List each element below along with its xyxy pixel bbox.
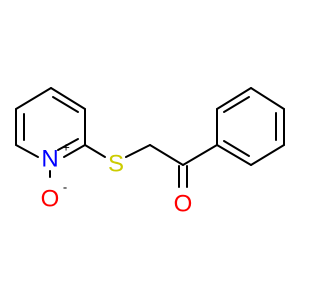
sulfur-atom-label: S — [108, 150, 124, 177]
bond — [149, 144, 184, 166]
carbonyl-oxygen-label: O — [174, 190, 193, 217]
structure-canvas: N + O - S O — [15, 87, 285, 218]
bond — [223, 96, 250, 113]
bond — [250, 87, 285, 110]
bond — [250, 144, 285, 166]
n-oxide-oxygen-label: O — [41, 185, 60, 212]
bond — [182, 144, 218, 166]
nitrogen-charge-label: + — [62, 139, 70, 154]
bond — [216, 144, 252, 166]
bond — [223, 140, 250, 157]
nitrogen-atom-label: N — [41, 145, 58, 172]
bond — [216, 87, 252, 110]
n-oxide-charge-label: - — [63, 179, 67, 194]
bond — [63, 144, 86, 158]
bond — [15, 87, 52, 110]
bond — [84, 144, 106, 158]
molecule-diagram: N + O - S O — [15, 87, 285, 217]
bond — [50, 87, 86, 110]
bond — [52, 96, 79, 113]
bond — [125, 144, 151, 158]
bond — [15, 144, 39, 158]
bond — [57, 138, 79, 151]
